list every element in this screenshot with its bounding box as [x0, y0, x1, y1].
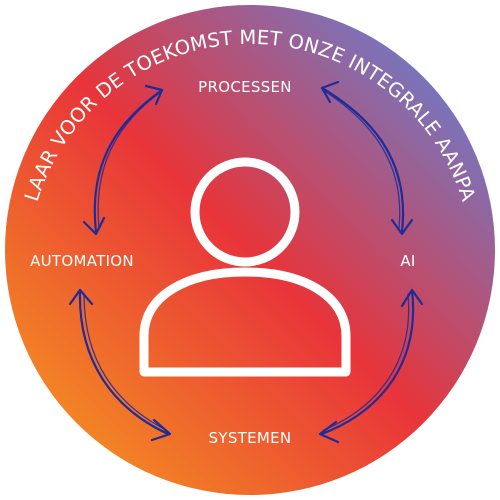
- person-icon: [139, 157, 351, 377]
- node-label-processen: PROCESSEN: [198, 78, 292, 96]
- node-label-automation: AUTOMATION: [30, 252, 134, 270]
- double-headed-arrow-icon: [318, 288, 424, 444]
- double-headed-arrow-icon: [82, 84, 164, 236]
- double-headed-arrow-icon: [320, 80, 414, 236]
- node-label-systemen: SYSTEMEN: [209, 429, 292, 447]
- double-headed-arrow-icon: [68, 288, 172, 442]
- node-label-ai: AI: [400, 252, 415, 270]
